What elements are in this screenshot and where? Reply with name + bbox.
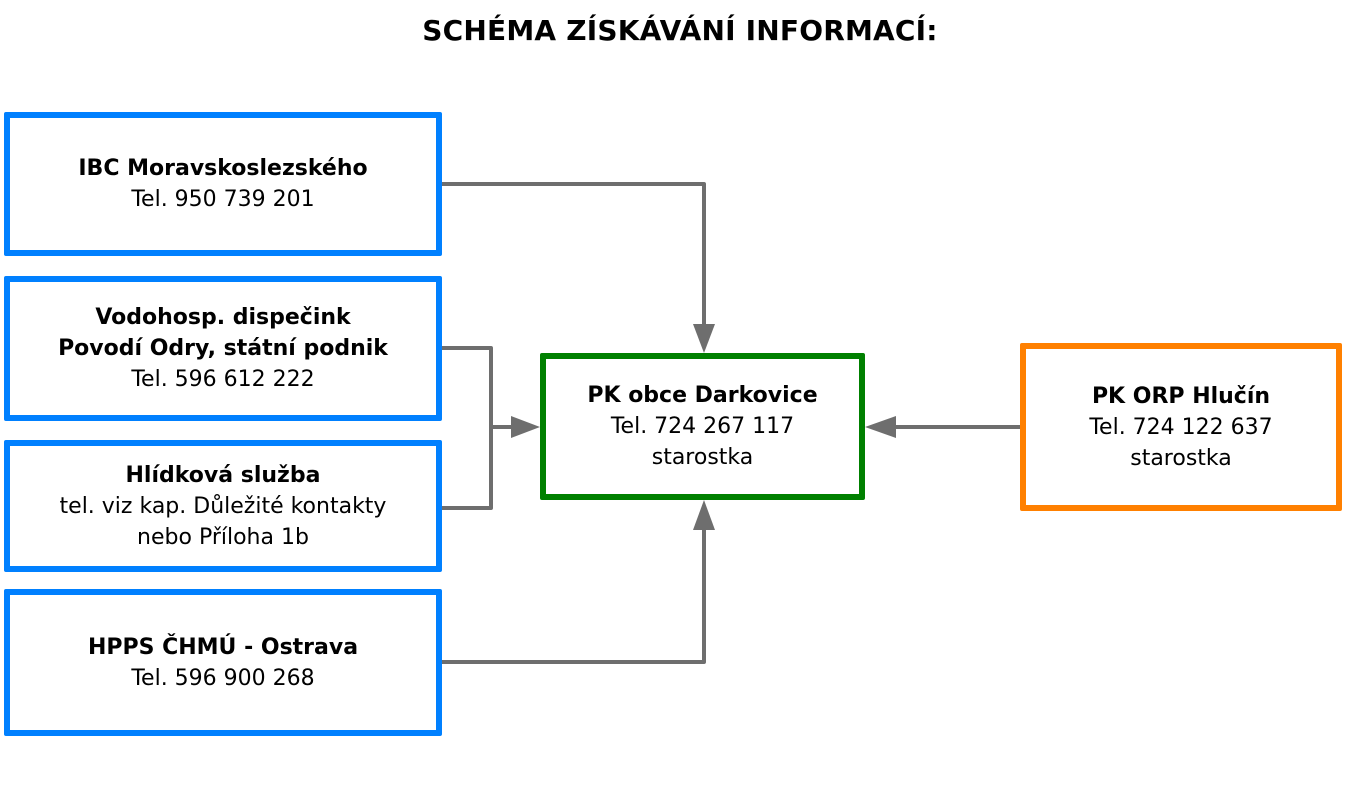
source-name: HPPS ČHMÚ - Ostrava (87, 634, 359, 660)
target-phone: Tel. 724 267 117 (610, 414, 795, 439)
target-box-darkovice: PK obce Darkovice Tel. 724 267 117 staro… (540, 353, 865, 500)
source-name: Vodohosp. dispečink (95, 305, 351, 330)
target-name: PK obce Darkovice (587, 383, 818, 408)
arrowhead-up-icon (693, 500, 715, 530)
superior-box-hlucin: PK ORP Hlučín Tel. 724 122 637 starostka (1020, 343, 1342, 511)
target-role: starostka (651, 445, 754, 470)
source-box-hpps: HPPS ČHMÚ - Ostrava Tel. 596 900 268 (4, 589, 442, 736)
superior-phone: Tel. 724 122 637 (1089, 414, 1273, 440)
source-box-vodohosp: Vodohosp. dispečink Povodí Odry, státní … (4, 276, 442, 421)
diagram-title: SCHÉMA ZÍSKÁVÁNÍ INFORMACÍ: (422, 14, 938, 47)
arrowhead-left-icon (865, 416, 896, 438)
source-name: Hlídková služba (125, 462, 321, 488)
source-name: IBC Moravskoslezského (78, 156, 368, 181)
source-phone: Tel. 596 900 268 (131, 665, 315, 691)
source-phone: Tel. 596 612 222 (131, 367, 315, 392)
superior-role: starostka (1130, 445, 1232, 471)
source-note: tel. viz kap. Důležité kontakty (59, 493, 387, 519)
superior-name: PK ORP Hlučín (1091, 383, 1271, 409)
source-box-ibc: IBC Moravskoslezského Tel. 950 739 201 (4, 112, 442, 256)
connector-ibc (442, 182, 706, 325)
arrowhead-right-icon (511, 416, 540, 438)
connector-vodohosp (442, 346, 493, 510)
source-phone: Tel. 950 739 201 (131, 187, 315, 212)
source-box-hlidkova: Hlídková služba tel. viz kap. Důležité k… (4, 440, 442, 572)
source-note-line2: nebo Příloha 1b (137, 524, 309, 550)
arrowhead-down-icon (693, 324, 715, 353)
connector-hpps (442, 530, 706, 664)
source-name-line2: Povodí Odry, státní podnik (58, 336, 388, 361)
